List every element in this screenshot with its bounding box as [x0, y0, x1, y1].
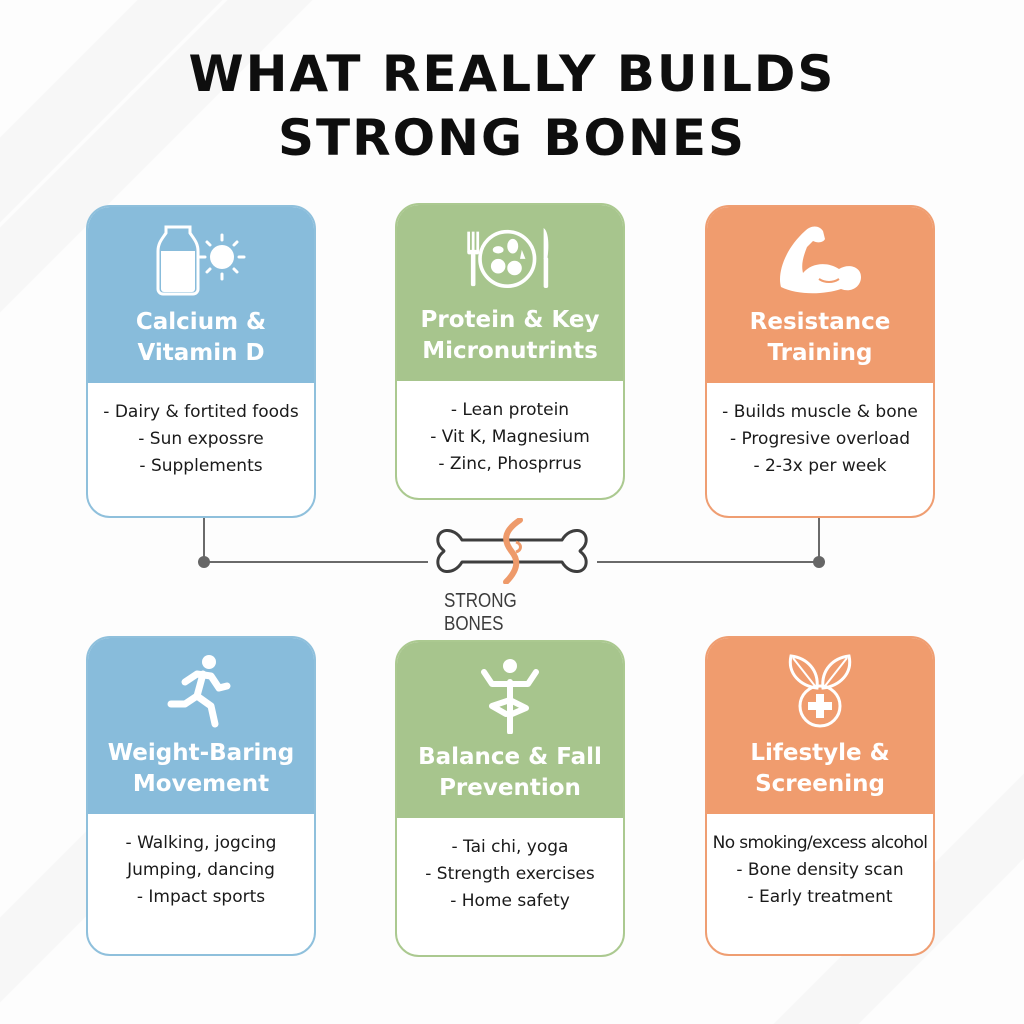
card-header: Protein & Key Micronutrints — [397, 205, 623, 381]
heading-line: Resistance — [749, 309, 891, 335]
card-header: Balance & Fall Prevention — [397, 642, 623, 818]
card-protein-micronutrients: Protein & Key Micronutrints - Lean prote… — [395, 203, 625, 500]
list-item: - 2-3x per week — [753, 456, 887, 476]
heading-line: Vitamin D — [137, 340, 265, 366]
heading-line: Micronutrints — [422, 338, 598, 364]
heading-line: Prevention — [439, 775, 581, 801]
card-lifestyle-screening: Lifestyle & Screening No smoking/excess … — [705, 636, 935, 956]
heading-line: Training — [767, 340, 873, 366]
center-label: STRONG BONES — [444, 590, 517, 635]
heading-line: Movement — [132, 771, 270, 797]
bone-with-spine-icon — [432, 517, 592, 588]
connector-dot — [813, 556, 825, 568]
card-heading: Balance & Fall Prevention — [397, 742, 623, 804]
page-title: WHAT REALLY BUILDS STRONG BONES — [0, 42, 1024, 170]
list-item: - Dairy & fortited foods — [103, 402, 299, 422]
card-body: - Lean protein - Vit K, Magnesium - Zinc… — [397, 381, 623, 478]
heading-line: Screening — [755, 771, 885, 797]
list-item: Jumping, dancing — [127, 860, 275, 880]
card-heading: Weight-Baring Movement — [88, 738, 314, 800]
title-line-1: WHAT REALLY BUILDS — [188, 45, 836, 103]
heading-line: Balance & Fall — [418, 744, 602, 770]
plate-fork-knife-icon — [460, 219, 560, 297]
list-item: - Sun expossre — [138, 429, 264, 449]
connector-line — [203, 561, 428, 563]
list-item: - Vit K, Magnesium — [430, 427, 590, 447]
running-person-icon — [151, 652, 251, 730]
list-item: No smoking/excess alcohol — [712, 833, 928, 853]
card-balance-fall-prevention: Balance & Fall Prevention - Tai chi, yog… — [395, 640, 625, 957]
list-item: - Lean protein — [450, 400, 570, 420]
card-resistance-training: Resistance Training - Builds muscle & bo… — [705, 205, 935, 518]
card-heading: Lifestyle & Screening — [707, 738, 933, 800]
leaves-medical-cross-icon — [770, 652, 870, 730]
card-body: - Dairy & fortited foods - Sun expossre … — [88, 383, 314, 480]
card-heading: Protein & Key Micronutrints — [397, 305, 623, 367]
flexed-bicep-icon — [770, 221, 870, 299]
connector-dot — [198, 556, 210, 568]
heading-line: Calcium & — [135, 309, 267, 335]
card-body: - Walking, jogcing Jumping, dancing - Im… — [88, 814, 314, 911]
list-item: - Strength exercises — [425, 864, 595, 884]
list-item: - Zinc, Phosprrus — [438, 454, 582, 474]
card-weight-bearing-movement: Weight-Baring Movement - Walking, jogcin… — [86, 636, 316, 956]
list-item: - Impact sports — [136, 887, 266, 907]
card-body: No smoking/excess alcohol - Bone density… — [707, 814, 933, 911]
card-header: Lifestyle & Screening — [707, 638, 933, 814]
connector-line — [818, 516, 820, 563]
list-item: - Progresive overload — [729, 429, 911, 449]
card-header: Weight-Baring Movement — [88, 638, 314, 814]
strong-bones-logo: STRONG BONES — [432, 517, 592, 635]
card-body: - Tai chi, yoga - Strength exercises - H… — [397, 818, 623, 915]
connector-line — [203, 516, 205, 563]
heading-line: Lifestyle & — [750, 740, 890, 766]
card-header: Calcium & Vitamin D — [88, 207, 314, 383]
heading-line: Protein & Key — [420, 307, 600, 333]
heading-line: Weight-Baring — [107, 740, 295, 766]
milk-bottle-and-sun-icon — [151, 221, 251, 299]
card-body: - Builds muscle & bone - Progresive over… — [707, 383, 933, 480]
title-line-2: STRONG BONES — [277, 109, 747, 167]
list-item: - Home safety — [450, 891, 570, 911]
balance-pose-person-icon — [460, 656, 560, 734]
list-item: - Tai chi, yoga — [451, 837, 569, 857]
card-heading: Calcium & Vitamin D — [88, 307, 314, 369]
card-calcium-vitamin-d: Calcium & Vitamin D - Dairy & fortited f… — [86, 205, 316, 518]
list-item: - Supplements — [139, 456, 263, 476]
connector-line — [597, 561, 820, 563]
list-item: - Walking, jogcing — [125, 833, 277, 853]
list-item: - Builds muscle & bone — [722, 402, 918, 422]
card-heading: Resistance Training — [707, 307, 933, 369]
card-header: Resistance Training — [707, 207, 933, 383]
list-item: - Early treatment — [747, 887, 893, 907]
list-item: - Bone density scan — [736, 860, 904, 880]
